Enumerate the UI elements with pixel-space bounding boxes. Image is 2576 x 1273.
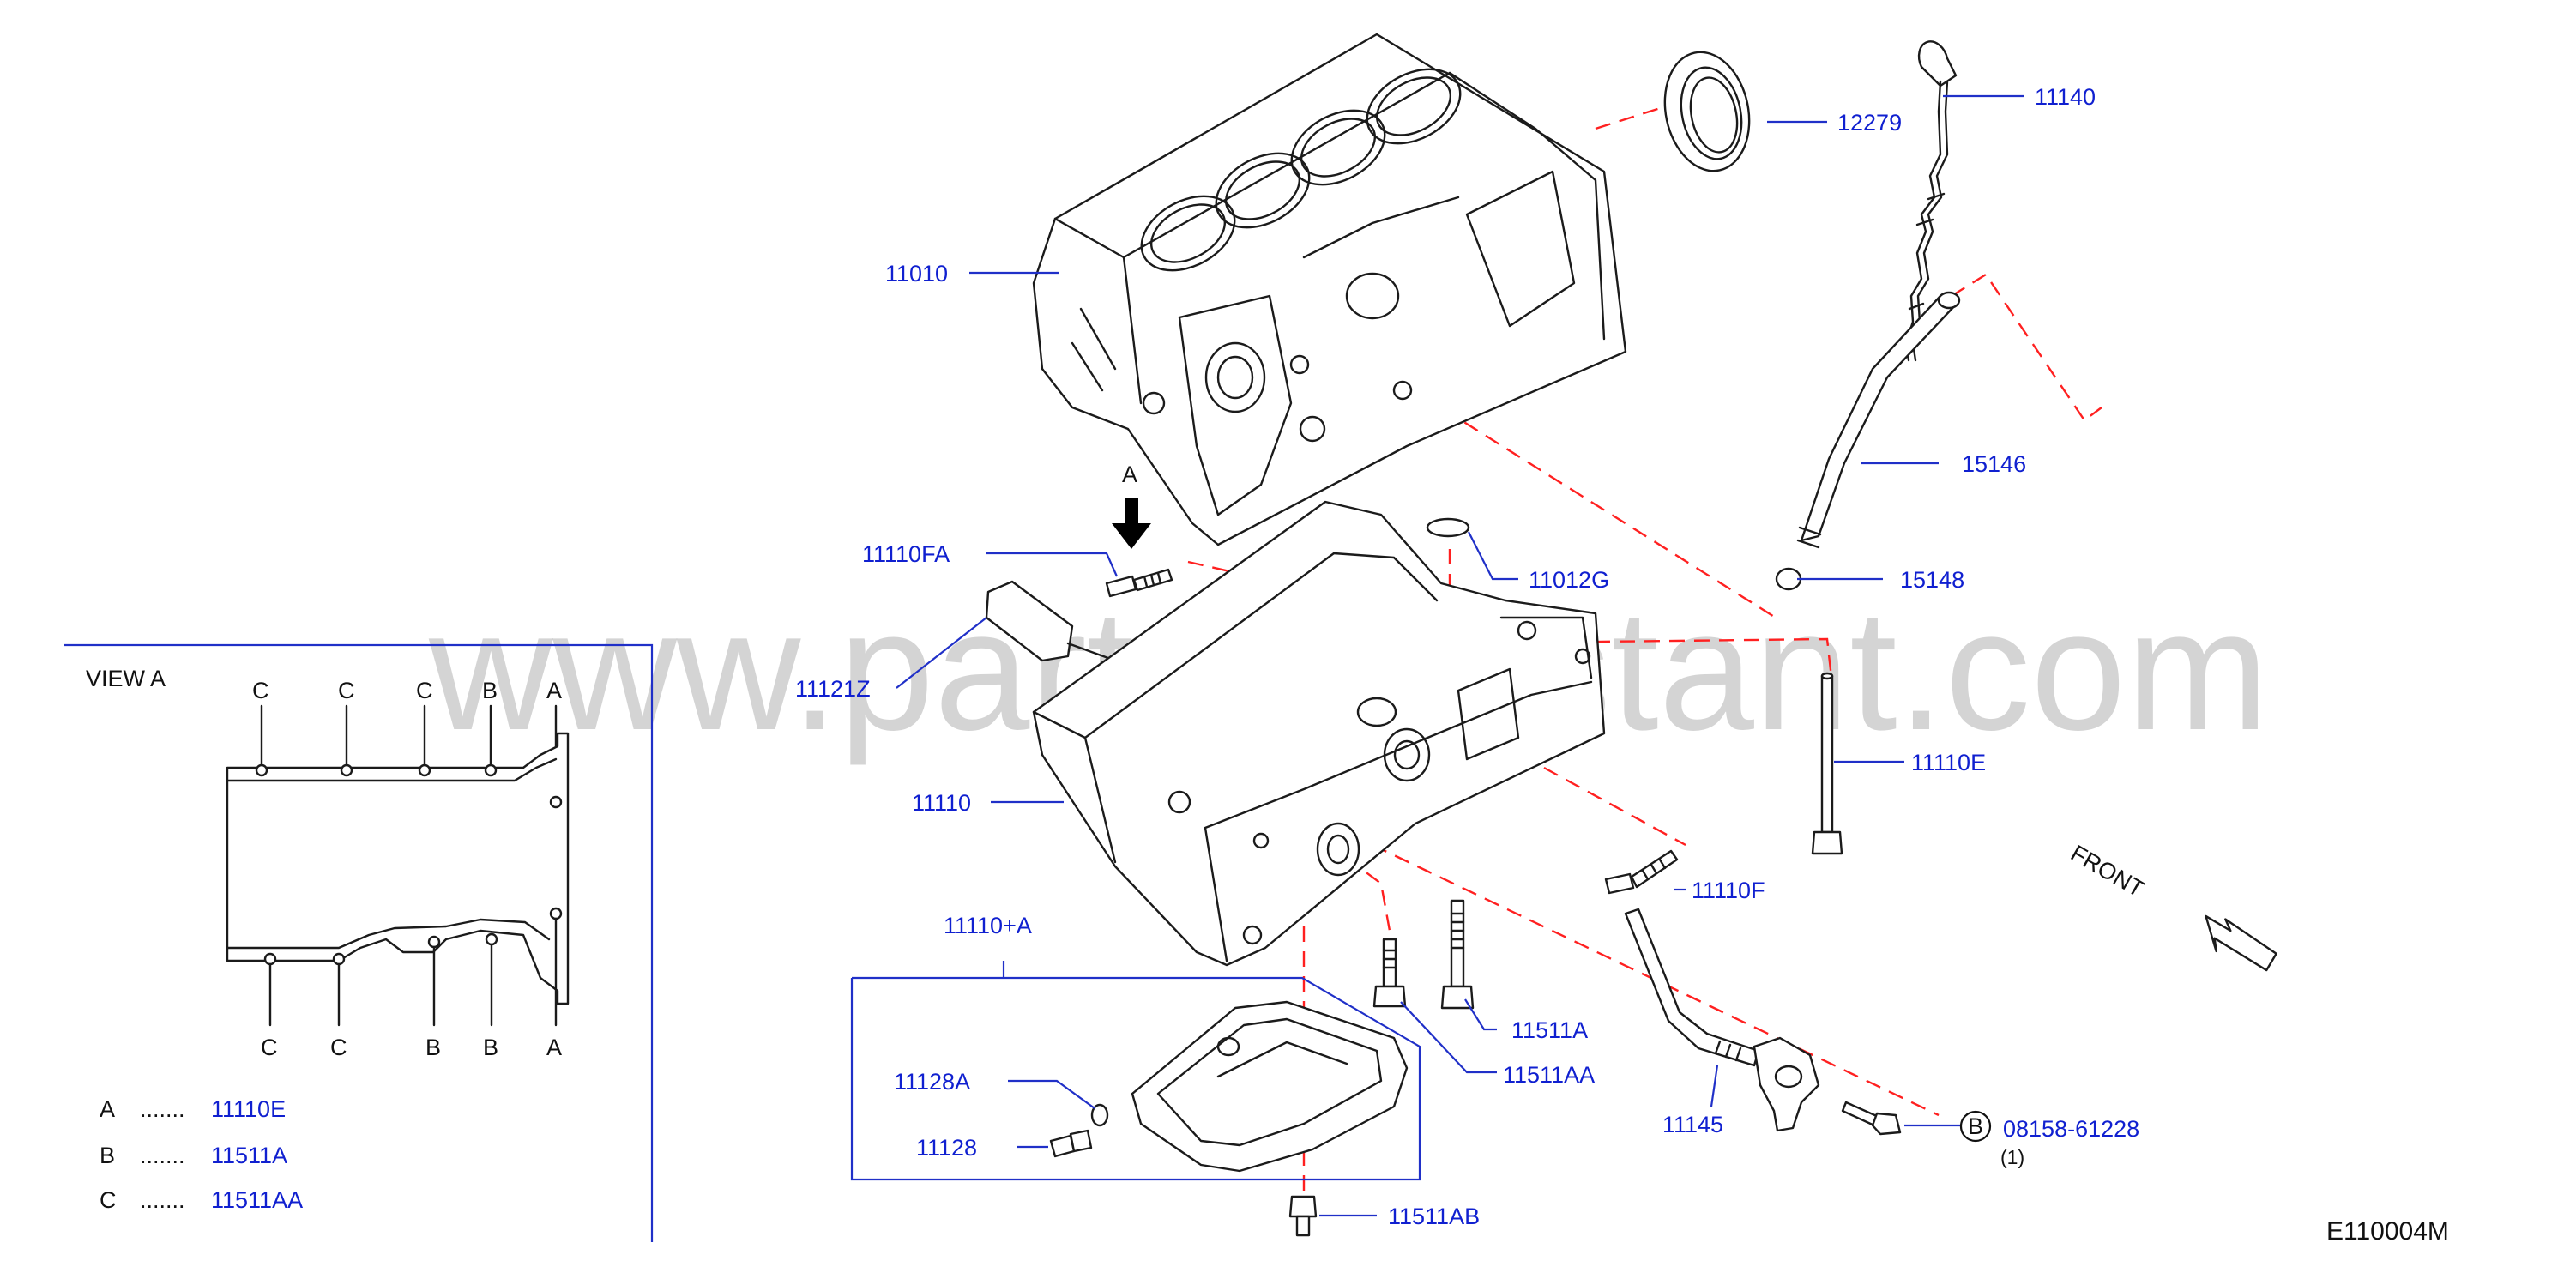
rear-oil-seal-12279 [1663, 51, 1751, 172]
leader-lines [896, 94, 2024, 1217]
view-marker: B [482, 678, 498, 703]
bolt-11110fa [1105, 568, 1173, 598]
view-a-title: VIEW A [86, 666, 166, 691]
bolt-11110e [1811, 672, 1843, 855]
bolt-11110f [1604, 849, 1679, 895]
label-08158-marker: B [1968, 1113, 1983, 1139]
view-marker: C [416, 678, 433, 703]
bolt-08158-61228 [1841, 1101, 1902, 1136]
cylinder-block-11010 [1032, 33, 1627, 546]
svg-text:FRONT: FRONT [2066, 840, 2149, 902]
label-11110e: 11110E [1911, 750, 1986, 775]
label-11145: 11145 [1662, 1112, 1723, 1137]
legend-part: 11511A [211, 1143, 287, 1168]
legend-key: B [100, 1143, 115, 1168]
gasket-11012g [1426, 517, 1470, 538]
view-marker: B [425, 1035, 441, 1060]
svg-text:A: A [1122, 462, 1137, 487]
quantity-marker-circle [1959, 1110, 1992, 1143]
label-11110: 11110 [912, 790, 971, 816]
legend-part: 11110E [211, 1096, 286, 1122]
label-11511ab: 11511AB [1388, 1204, 1480, 1229]
label-08158-qty: (1) [2000, 1146, 2024, 1168]
label-11511aa: 11511AA [1503, 1062, 1595, 1088]
legend-part: 11511AA [211, 1187, 303, 1213]
view-marker: C [330, 1035, 347, 1060]
washer-11128a [1090, 1103, 1109, 1127]
view-marker: C [252, 678, 269, 703]
label-11012g: 11012G [1529, 567, 1609, 593]
view-marker: A [546, 678, 562, 703]
diagram-code: E110004M [2326, 1217, 2449, 1246]
label-11128a: 11128A [894, 1069, 970, 1095]
front-direction-arrow: FRONT [2066, 840, 2277, 972]
label-12279: 12279 [1837, 110, 1902, 136]
label-11010: 11010 [885, 261, 948, 287]
view-marker: B [483, 1035, 498, 1060]
view-marker: C [338, 678, 355, 703]
view-marker: C [261, 1035, 278, 1060]
bolt-11511a [1440, 899, 1475, 1010]
label-08158-61228: 08158-61228 [2003, 1116, 2139, 1142]
legend-dots: ....... [140, 1096, 185, 1122]
view-a-panel: VIEW A C C C B A C C B B [64, 643, 654, 1242]
label-11128: 11128 [916, 1135, 977, 1161]
oil-level-sensor-11145 [1624, 908, 1820, 1132]
label-11110-a: 11110+A [944, 913, 1032, 938]
view-marker: A [546, 1035, 562, 1060]
bolt-11511aa [1372, 938, 1407, 1008]
label-11140: 11140 [2035, 84, 2096, 110]
legend-dots: ....... [140, 1143, 185, 1168]
label-11511a: 11511A [1511, 1017, 1588, 1043]
legend-key: A [100, 1096, 115, 1122]
bolt-11511ab [1288, 1195, 1318, 1237]
legend-dots: ....... [140, 1187, 185, 1213]
label-15148: 15148 [1900, 567, 1964, 593]
label-15146: 15146 [1962, 451, 2026, 477]
label-11121z: 11121Z [795, 676, 871, 702]
oil-pan-upper-11110 [1032, 500, 1606, 967]
legend-key: C [100, 1187, 117, 1213]
view-a-arrow: A [1112, 462, 1151, 549]
label-11110fa: 11110FA [862, 541, 950, 567]
dipstick-guide-15146 [1796, 291, 1961, 549]
drain-plug-11128 [1049, 1129, 1093, 1158]
o-ring-15148 [1775, 567, 1802, 591]
oil-pan-assembly-box [850, 976, 1421, 1181]
label-11110f: 11110F [1692, 878, 1765, 903]
part-labels: 11010 12279 11140 15146 15148 11110FA 11… [795, 84, 2139, 1229]
